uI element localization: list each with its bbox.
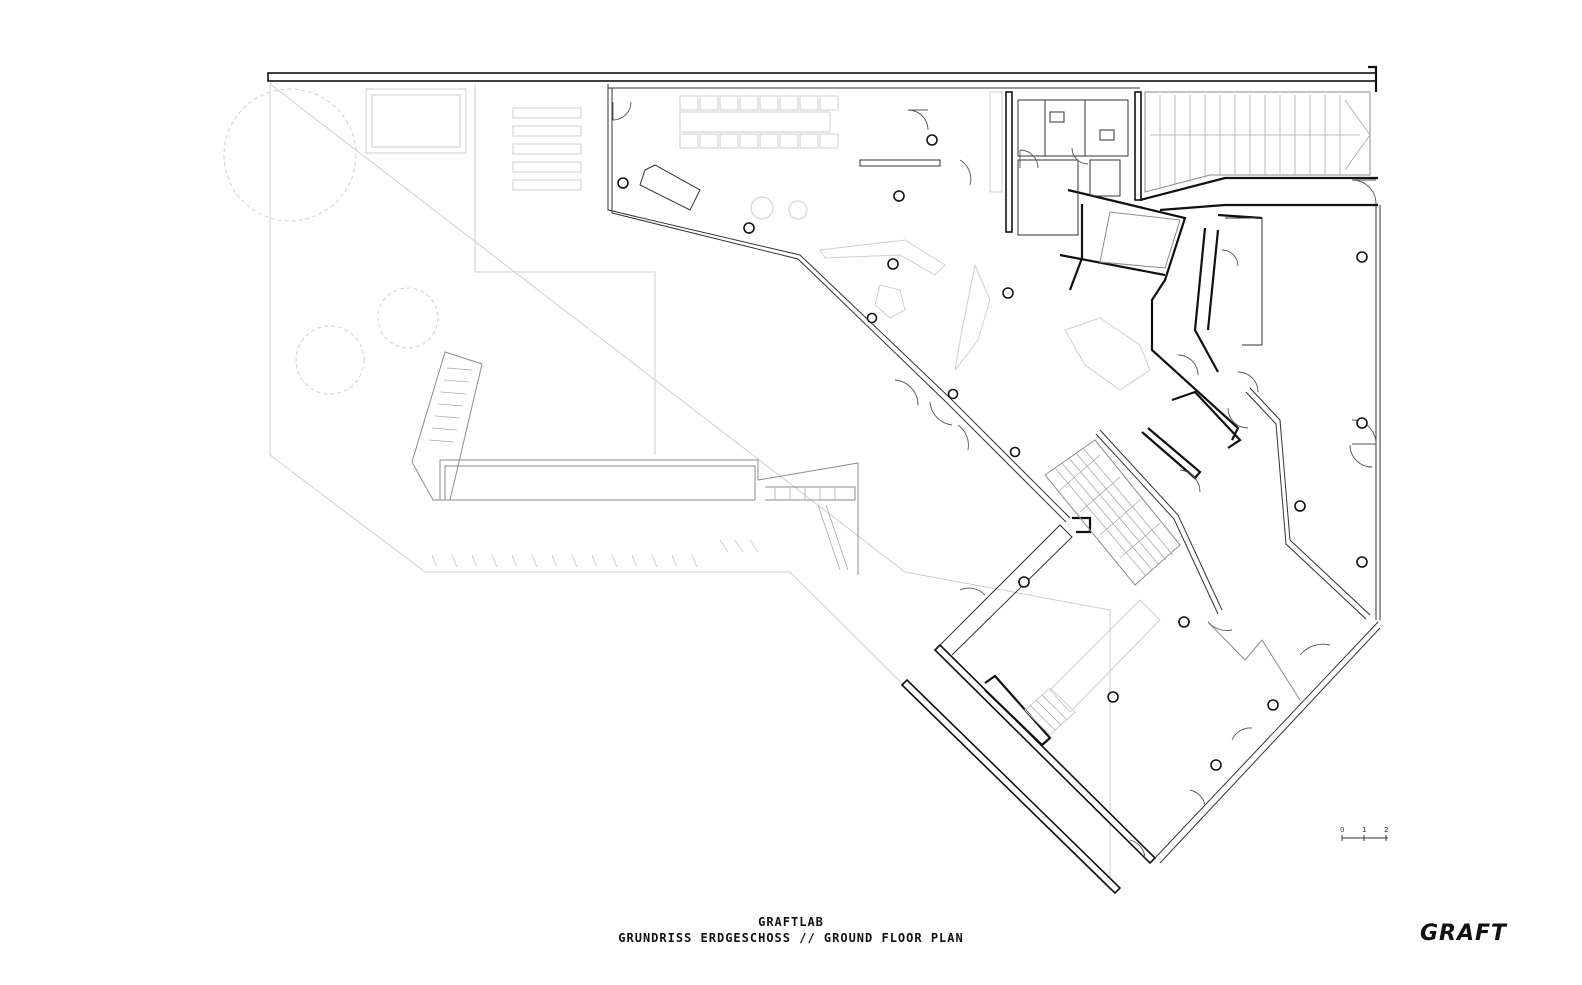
project-title: GRAFTLAB [758, 915, 824, 929]
ramp-stair [774, 488, 849, 571]
scale-label-1: 1 [1362, 826, 1366, 834]
furniture [639, 91, 1151, 391]
car-ramp [1144, 91, 1371, 193]
lobby-stair [1024, 599, 1161, 736]
east-wing [1207, 205, 1381, 701]
scale-label-0: 0 [1340, 826, 1344, 834]
core-walls [1005, 91, 1378, 615]
wc-rooms [1017, 99, 1129, 236]
graft-logo: GRAFT [1420, 921, 1508, 946]
diagonal-lower-walls [900, 524, 1381, 895]
tree-symbol [223, 88, 439, 395]
outdoor-stair [428, 367, 473, 443]
scale-bar: 0 1 2 [1340, 826, 1388, 841]
drawing-title: GRUNDRISS ERDGESCHOSS // GROUND FLOOR PL… [618, 931, 964, 945]
central-stair [1044, 211, 1181, 586]
parking-marks [431, 539, 759, 568]
site-context [223, 82, 1111, 892]
bench-rows [512, 107, 582, 191]
exterior-walls [267, 65, 1378, 523]
columns [617, 134, 1368, 771]
door-swings [612, 101, 1377, 859]
scale-label-2: 2 [1384, 826, 1388, 834]
